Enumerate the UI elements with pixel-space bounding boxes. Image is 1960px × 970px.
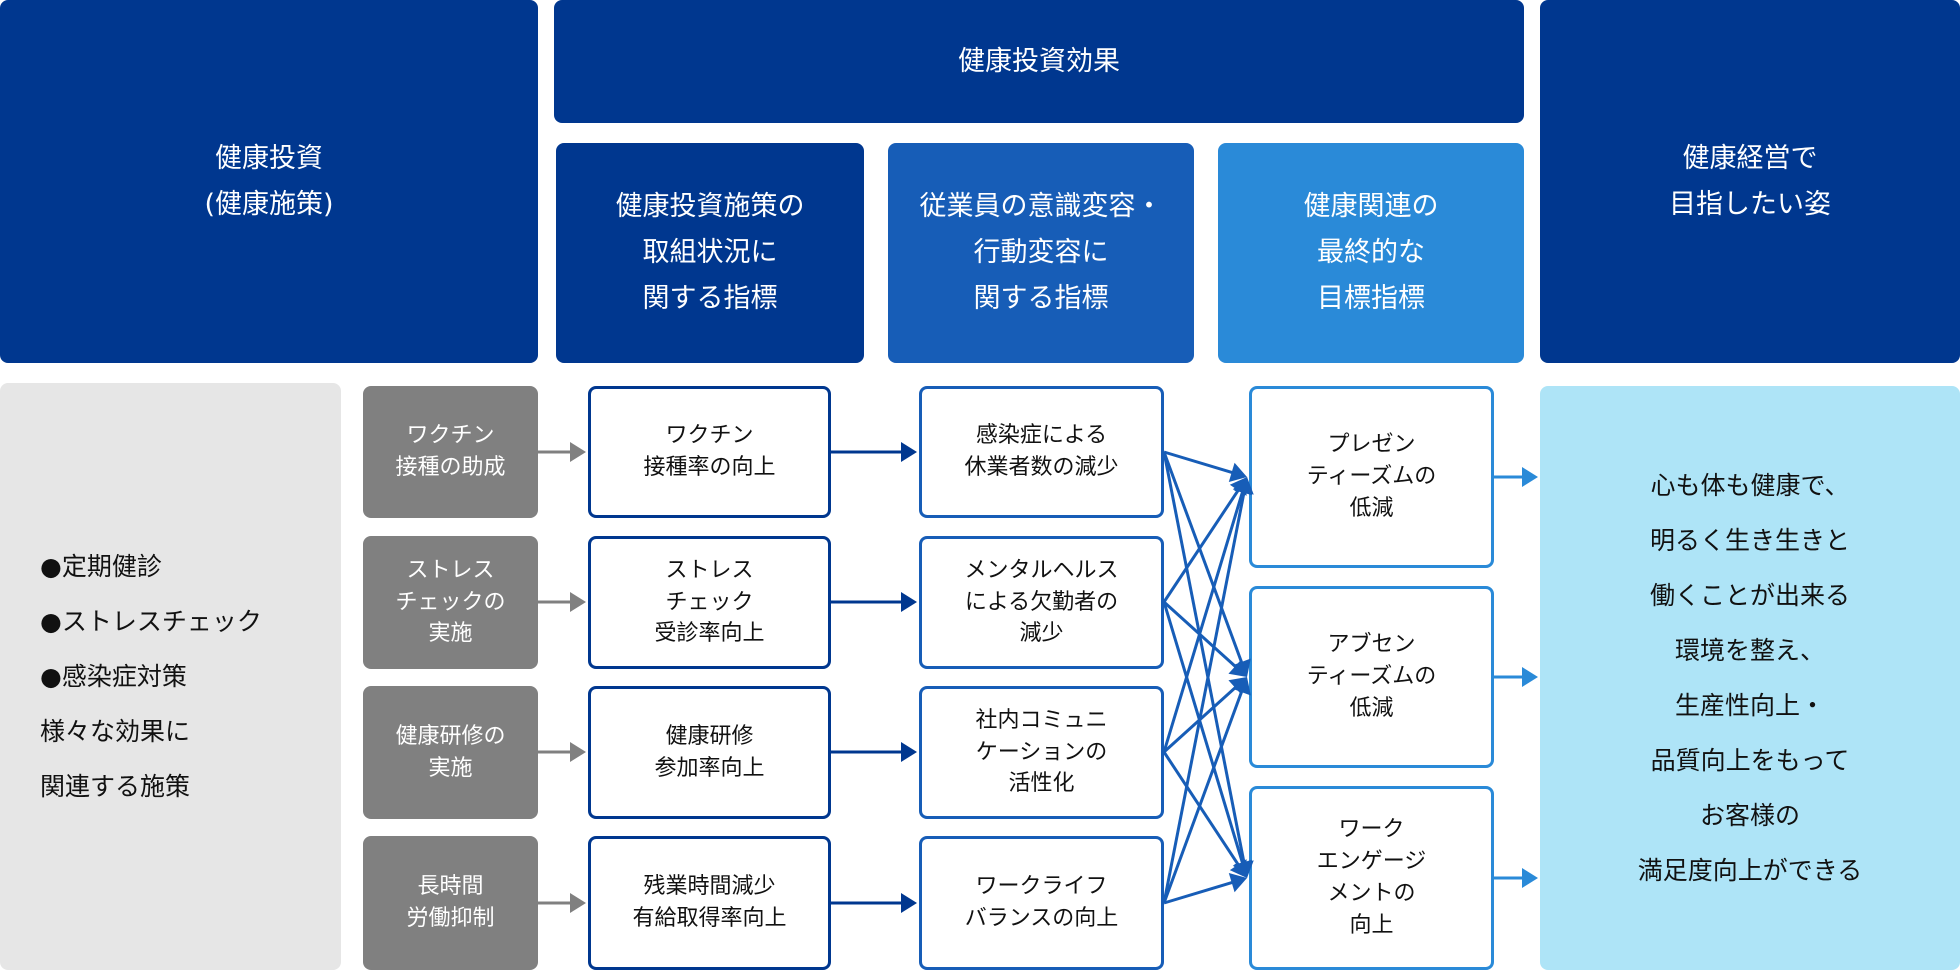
initiative-indicator-box: ストレス チェック 受診率向上 xyxy=(588,536,831,669)
final-goal-box: プレゼン ティーズムの 低減 xyxy=(1249,386,1494,568)
connector-line xyxy=(1162,486,1242,603)
initiative-indicator-box: 残業時間減少 有給取得率向上 xyxy=(588,836,831,970)
connector-line xyxy=(1162,751,1242,869)
left-item: ●ストレスチェック xyxy=(40,607,262,636)
arrow-head-icon xyxy=(570,893,586,913)
header-initiative-indicators: 健康投資施策の 取組状況に 関する指標 xyxy=(556,143,864,363)
arrow-head-icon xyxy=(1228,658,1247,677)
measure-box: ストレス チェックの 実施 xyxy=(363,536,538,669)
header-health-investment: 健康投資 (健康施策) xyxy=(0,0,538,363)
arrow-head-icon xyxy=(901,893,917,913)
behavior-indicator-box: 社内コミュニ ケーションの 活性化 xyxy=(919,686,1164,819)
arrow-head-icon xyxy=(570,592,586,612)
connector-line xyxy=(1162,488,1245,753)
measure-box: 長時間 労働抑制 xyxy=(363,836,538,970)
connector-line xyxy=(1162,451,1247,866)
left-panel-measures: ●定期健診 ●ストレスチェック ●感染症対策 様々な効果に 関連する施策 xyxy=(0,383,341,970)
arrow-head-icon xyxy=(1229,859,1247,878)
arrow-head-icon xyxy=(1522,467,1538,487)
arrow-head-icon xyxy=(1228,462,1247,482)
header-behavior-indicators: 従業員の意識変容・ 行動変容に 関する指標 xyxy=(888,143,1194,363)
connector-line xyxy=(1163,450,1236,475)
initiative-indicator-box: 健康研修 参加率向上 xyxy=(588,686,831,819)
behavior-indicator-box: ワークライフ バランスの向上 xyxy=(919,836,1164,970)
arrow-head-icon xyxy=(901,592,917,612)
final-goal-box: ワーク エンゲージ メントの 向上 xyxy=(1249,786,1494,970)
measure-box: ワクチン 接種の助成 xyxy=(363,386,538,518)
arrow-head-icon xyxy=(1232,677,1251,696)
arrow-head-icon xyxy=(1228,873,1247,893)
header-final-goal-indicators: 健康関連の 最終的な 目標指標 xyxy=(1218,143,1524,363)
arrow-head-icon xyxy=(1522,667,1538,687)
arrow-head-icon xyxy=(1522,868,1538,888)
behavior-indicator-box: メンタルヘルス による欠勤者の 減少 xyxy=(919,536,1164,669)
connector-line xyxy=(1162,489,1247,904)
left-item: 様々な効果に xyxy=(40,717,191,746)
left-item: ●感染症対策 xyxy=(40,662,187,691)
arrow-head-icon xyxy=(570,442,586,462)
initiative-indicator-box: ワクチン 接種率の向上 xyxy=(588,386,831,518)
arrow-head-icon xyxy=(570,742,586,762)
connector-line xyxy=(1162,451,1244,666)
arrow-head-icon xyxy=(901,742,917,762)
header-investment-effect: 健康投資効果 xyxy=(554,0,1524,123)
target-vision-text: 心も体も健康で、 明るく生き生きと 働くことが出来る 環境を整え、 生産性向上・… xyxy=(1540,386,1960,970)
connector-line xyxy=(1162,688,1244,904)
final-goal-box: アブセン ティーズムの 低減 xyxy=(1249,586,1494,768)
header-target-vision: 健康経営で 目指したい姿 xyxy=(1540,0,1960,363)
left-item: ●定期健診 xyxy=(40,552,162,581)
arrow-head-icon xyxy=(901,442,917,462)
left-item: 関連する施策 xyxy=(40,772,191,801)
behavior-indicator-box: 感染症による 休業者数の減少 xyxy=(919,386,1164,518)
connector-line xyxy=(1162,601,1245,867)
arrow-head-icon xyxy=(1234,477,1254,495)
connector-line xyxy=(1163,880,1236,905)
measure-box: 健康研修の 実施 xyxy=(363,686,538,819)
